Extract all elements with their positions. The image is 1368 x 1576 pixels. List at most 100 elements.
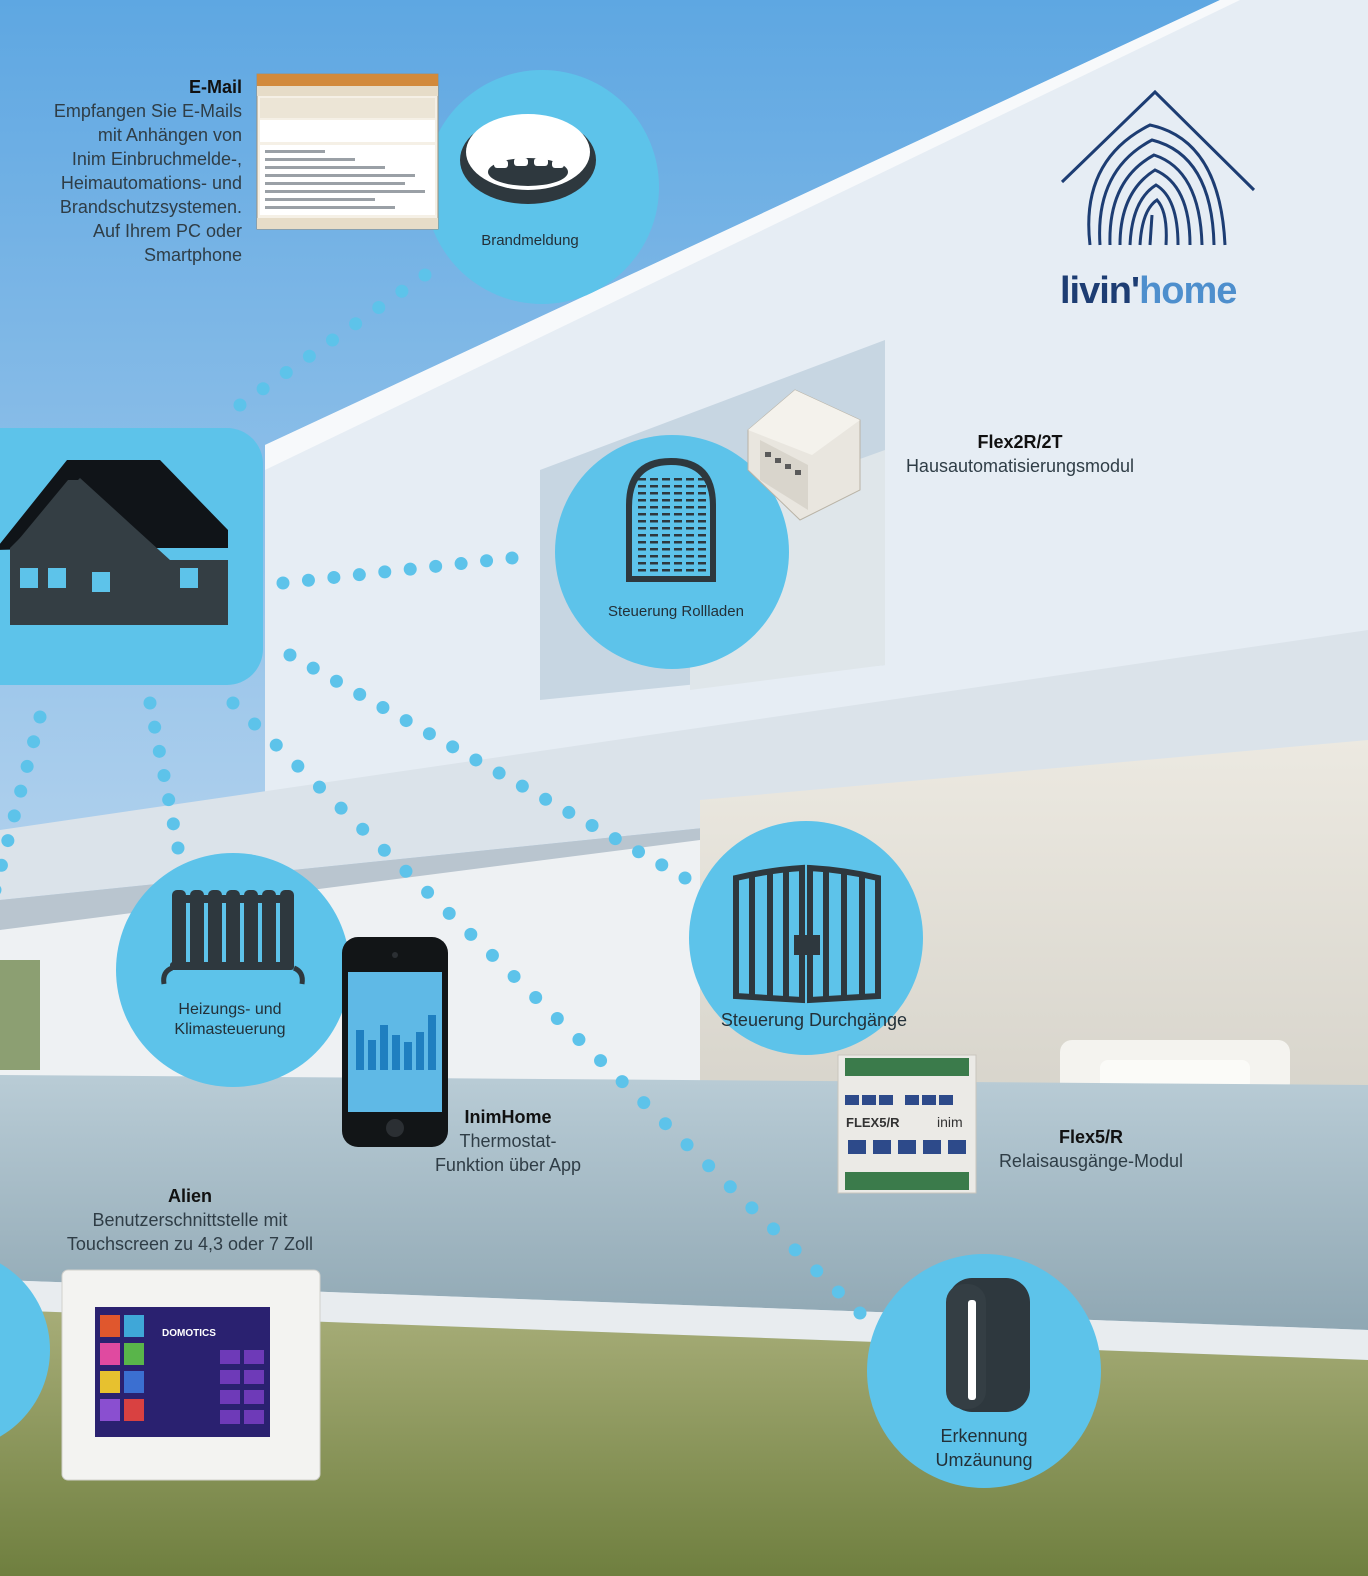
connection-dot <box>378 565 392 579</box>
inimhome-line1: Thermostat- <box>459 1131 557 1151</box>
connection-dot <box>505 551 519 565</box>
connection-dot <box>256 382 270 396</box>
inimhome-description: InimHome Thermostat- Funktion über App <box>410 1105 606 1177</box>
shutter-slat <box>686 548 694 551</box>
shutter-slat <box>674 492 682 495</box>
shutter-slat <box>662 569 670 572</box>
connection-dot <box>349 317 363 331</box>
fingerprint-house-logo <box>1060 89 1256 246</box>
connection-dot <box>464 927 478 941</box>
shutter-slat <box>674 548 682 551</box>
alien-button-tile <box>244 1350 264 1364</box>
shutter-slat <box>650 506 658 509</box>
shutter-slat <box>662 555 670 558</box>
connection-dot <box>637 1096 651 1110</box>
shutter-slat <box>674 499 682 502</box>
connection-dot <box>680 1138 694 1152</box>
connection-dot <box>395 284 409 298</box>
shutter-slat <box>698 555 706 558</box>
fence-bubble[interactable] <box>867 1254 1101 1488</box>
shutter-slat <box>674 520 682 523</box>
connection-dot <box>327 570 341 584</box>
flex2r-description: Flex2R/2T Hausautomatisierungsmodul <box>880 430 1160 478</box>
connection-dot <box>853 1306 867 1320</box>
email-line-2: mit Anhängen von <box>97 125 242 145</box>
connection-dot <box>594 1054 608 1068</box>
connection-dot <box>291 759 305 773</box>
shutter-slat <box>662 485 670 488</box>
flex5r-device <box>837 1054 977 1194</box>
connection-dot <box>485 948 499 962</box>
shutter-bubble[interactable] <box>555 435 789 669</box>
smoke-detector-bubble[interactable] <box>425 70 659 304</box>
smoke-detector-label: Brandmeldung <box>481 232 579 249</box>
connection-dot <box>157 769 171 782</box>
inimhome-line2: Funktion über App <box>434 1155 582 1175</box>
connection-dot <box>326 333 339 347</box>
flex2r-subtitle: Hausautomatisierungsmodul <box>905 456 1135 476</box>
connection-dot <box>469 753 483 767</box>
heating-bubble[interactable] <box>116 853 350 1087</box>
connection-dot <box>403 562 417 576</box>
shutter-slat <box>638 520 646 523</box>
alien-screen-text: DOMOTICS <box>162 1328 216 1339</box>
shutter-slat <box>662 520 670 523</box>
shutter-slat <box>686 485 694 488</box>
shutter-slat <box>674 541 682 544</box>
shutter-slat <box>662 527 670 530</box>
alien-line1: Benutzerschnittstelle mit <box>92 1210 288 1230</box>
shutter-slat <box>650 513 658 516</box>
shutter-slat <box>638 478 646 481</box>
connection-dot <box>492 766 506 780</box>
alien-app-tile <box>124 1371 144 1393</box>
shutter-slat <box>638 562 646 565</box>
shutter-slat <box>674 562 682 565</box>
shutter-slat <box>698 478 706 481</box>
gate-icon <box>733 864 881 1004</box>
email-title: E-Mail <box>188 77 242 97</box>
shutter-slat <box>698 513 706 516</box>
shutter-slat <box>638 548 646 551</box>
fence-label-line2: Umzäunung <box>935 1450 1033 1470</box>
shutter-slat <box>662 541 670 544</box>
connection-dot <box>454 557 468 571</box>
alien-device <box>61 1269 321 1481</box>
shutter-slat <box>698 548 706 551</box>
app-bar <box>380 1025 388 1070</box>
alien-description: Alien Benutzerschnittstelle mit Touchscr… <box>40 1184 340 1256</box>
shutter-slat <box>674 478 682 481</box>
phone-device <box>342 937 448 1147</box>
email-line-6: Auf Ihrem PC oder <box>92 221 242 241</box>
connection-dot <box>0 858 8 872</box>
shutter-slat <box>698 534 706 537</box>
email-description: E-Mail Empfangen Sie E-Mails mit Anhänge… <box>20 75 242 267</box>
connection-dot <box>615 1075 629 1089</box>
shutter-slat <box>686 534 694 537</box>
app-bar <box>404 1042 412 1070</box>
shutter-slat <box>650 569 658 572</box>
shutter-slat <box>686 478 694 481</box>
gates-label: Steuerung Durchgänge <box>720 1010 908 1030</box>
connection-dot <box>632 845 646 859</box>
flex5r-title: Flex5/R <box>1058 1127 1124 1147</box>
flex2r-title: Flex2R/2T <box>977 432 1063 452</box>
fence-label-line1: Erkennung <box>940 1426 1028 1446</box>
shutter-slat <box>698 485 706 488</box>
gates-bubble[interactable] <box>689 821 923 1055</box>
connection-dot <box>306 661 320 675</box>
shutter-slat <box>662 506 670 509</box>
shutter-slat <box>650 499 658 502</box>
shutter-slat <box>686 492 694 495</box>
heating-label-line2: Klimasteuerung <box>174 1021 286 1038</box>
app-bar <box>368 1040 376 1070</box>
shutter-slat <box>686 506 694 509</box>
shutter-slat <box>662 513 670 516</box>
left-partial-bubble <box>0 1263 50 1437</box>
shutter-slat <box>698 527 706 530</box>
alien-button-tile <box>220 1350 240 1364</box>
connection-dot <box>429 559 443 573</box>
logo-part1: livin' <box>1060 270 1140 312</box>
connection-dot <box>550 1012 564 1026</box>
connection-dot <box>329 674 343 688</box>
shutter-slat <box>638 534 646 537</box>
